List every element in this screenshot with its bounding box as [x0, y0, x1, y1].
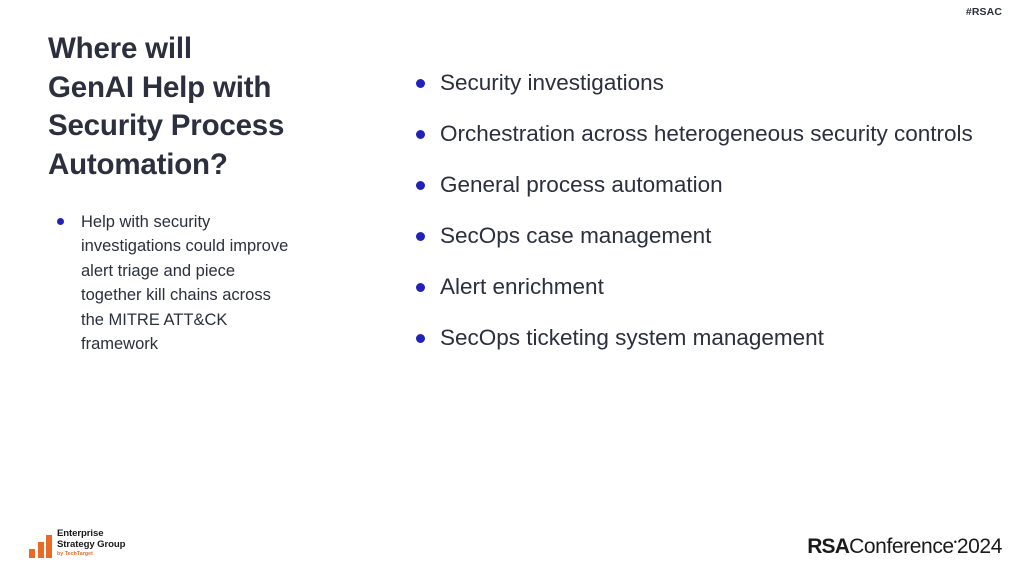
esg-logo-text: Enterprise Strategy Group by TechTarget: [57, 528, 126, 558]
right-bullet-text: Orchestration across heterogeneous secur…: [440, 121, 973, 147]
right-column: Security investigations Orchestration ac…: [405, 68, 985, 374]
left-bullet-text: Help with security investigations could …: [81, 212, 289, 354]
bullet-dot-icon: [416, 283, 425, 293]
bullet-dot-icon: [416, 130, 425, 140]
bar-chart-icon-bar-2: [37, 542, 44, 558]
esg-logo-line-3: by TechTarget: [57, 551, 93, 558]
list-item: General process automation: [405, 170, 985, 199]
bar-chart-icon: [29, 535, 52, 558]
rsa-logo-rsa: RSA: [807, 535, 850, 558]
esg-logo: Enterprise Strategy Group by TechTarget: [29, 528, 126, 558]
bullet-dot-icon: [416, 79, 425, 88]
title-line-4: Automation?: [48, 147, 228, 181]
title-line-1: Where will: [48, 32, 192, 65]
right-bullet-text: SecOps ticketing system management: [440, 325, 824, 351]
left-bullet-list: Help with security investigations could …: [48, 210, 348, 357]
rsa-logo-year: 2024: [956, 535, 1003, 558]
right-bullet-text: General process automation: [440, 172, 723, 198]
bullet-dot-icon: [416, 232, 425, 242]
list-item: SecOps case management: [405, 221, 985, 250]
bar-chart-icon-bar-3: [46, 535, 52, 558]
page-title: Where will GenAI Help with Security Proc…: [48, 30, 348, 185]
right-bullet-list: Security investigations Orchestration ac…: [405, 68, 985, 352]
title-line-3: Security Process: [48, 109, 285, 143]
rsa-conference-logo: RSAConference•2024: [807, 535, 1002, 559]
list-item: Orchestration across heterogeneous secur…: [405, 119, 985, 148]
rsac-hashtag: #RSAC: [965, 6, 1002, 18]
rsa-logo-conference: Conference: [849, 535, 954, 558]
list-item: SecOps ticketing system management: [405, 323, 985, 352]
list-item: Security investigations: [405, 68, 985, 97]
bullet-dot-icon: [416, 334, 425, 344]
right-bullet-text: Alert enrichment: [440, 274, 604, 300]
bullet-dot-icon: [57, 217, 64, 225]
right-bullet-text: SecOps case management: [440, 223, 712, 249]
title-line-2: GenAI Help with: [48, 70, 272, 104]
bullet-dot-icon: [416, 181, 425, 191]
bar-chart-icon-bar-1: [29, 549, 35, 558]
right-bullet-text: Security investigations: [440, 70, 664, 95]
list-item: Help with security investigations could …: [48, 210, 296, 357]
esg-logo-line-1: Enterprise: [57, 528, 104, 540]
trademark-icon: •: [953, 537, 957, 547]
list-item: Alert enrichment: [405, 272, 985, 301]
esg-logo-line-2: Strategy Group: [57, 538, 126, 550]
left-column: Where will GenAI Help with Security Proc…: [48, 30, 348, 357]
